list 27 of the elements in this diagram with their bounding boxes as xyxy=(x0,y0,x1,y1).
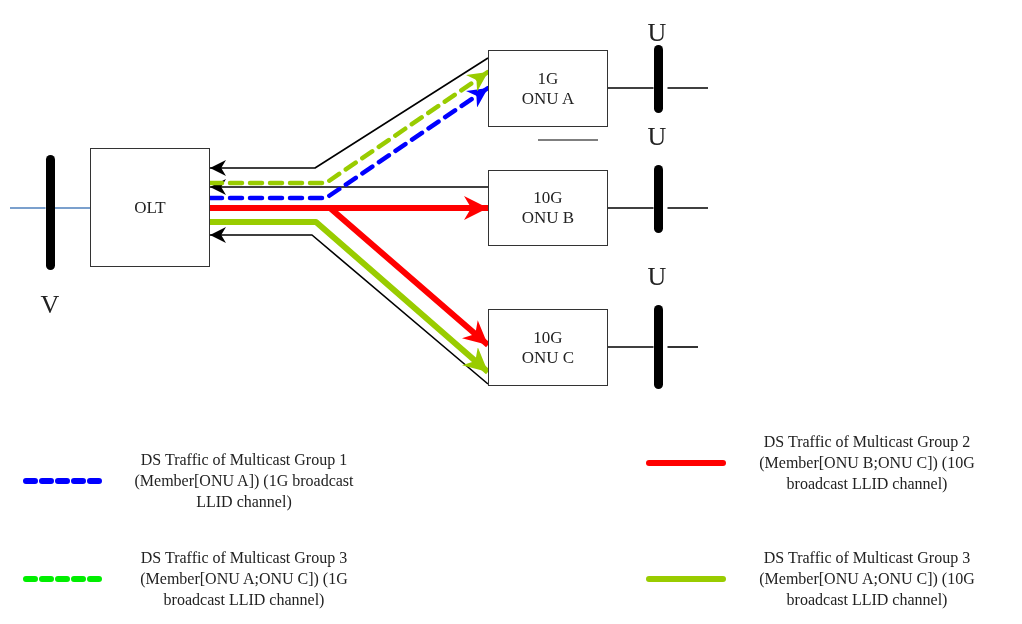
arrow xyxy=(209,179,489,195)
interface-bar xyxy=(653,305,663,389)
device-box xyxy=(488,309,608,386)
device-box xyxy=(90,148,210,267)
interface-bar xyxy=(45,155,55,270)
device-label: 10G ONU C xyxy=(520,327,576,368)
device-box xyxy=(488,170,608,246)
device-box xyxy=(488,50,608,127)
legend-text: DS Traffic of Multicast Group 3 (Member[ONU A;ONU C]) (10G broadcast LLID channel) xyxy=(758,548,976,611)
connector-line xyxy=(607,87,655,89)
device-label: 1G ONU A xyxy=(520,68,576,109)
connector-line xyxy=(607,346,655,348)
interface-bar xyxy=(653,45,663,113)
connector-line xyxy=(53,207,91,209)
interface-label: U xyxy=(647,122,667,152)
arrow xyxy=(209,57,489,176)
legend-text: DS Traffic of Multicast Group 1 (Member[ONU A]) (1G broadcast LLID channel) xyxy=(133,450,355,513)
connector-line xyxy=(607,207,655,209)
legend-text: DS Traffic of Multicast Group 2 (Member[ONU B;ONU C]) (10G broadcast LLID channel) xyxy=(758,432,976,495)
interface-label: U xyxy=(647,18,667,48)
legend-text: DS Traffic of Multicast Group 3 (Member[ONU A;ONU C]) (1G broadcast LLID channel) xyxy=(139,548,349,611)
interface-bar xyxy=(653,165,663,233)
interface-label: U xyxy=(647,262,667,292)
interface-label: V xyxy=(40,290,60,320)
device-label: 10G ONU B xyxy=(520,188,576,228)
device-label: OLT xyxy=(134,197,166,218)
arrow xyxy=(210,205,490,348)
